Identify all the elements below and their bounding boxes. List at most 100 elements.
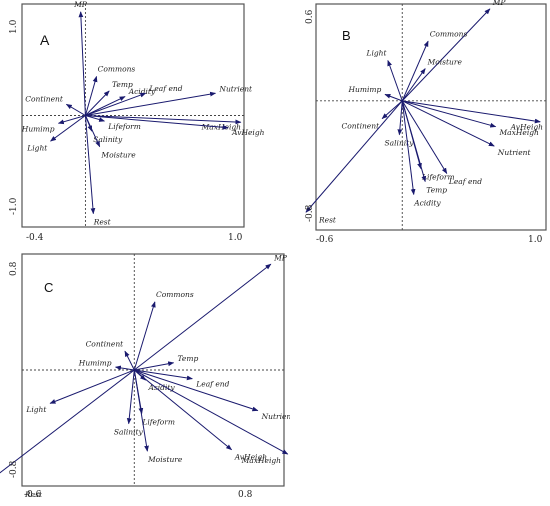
panel-a-ytick-top: 1.0 bbox=[9, 19, 19, 34]
panel-b-label-nutrient: Nutrient bbox=[497, 148, 532, 157]
panel-b-label-avheigh: AvHeigh bbox=[510, 122, 544, 131]
panel-c-xtick-left: -0.6 bbox=[24, 490, 42, 500]
panel-b-label-humimp: Humimp bbox=[348, 85, 382, 94]
panel-b-label-temp: Temp bbox=[426, 185, 447, 194]
panel-c-arrow-continent bbox=[124, 350, 135, 371]
panel-b-label-rest: Rest bbox=[318, 215, 337, 224]
panel-a-arrow-rest bbox=[84, 115, 96, 215]
panel-b-label-maxheigh: MaxHeigh bbox=[499, 128, 540, 137]
panel-c-arrow-nutrient bbox=[134, 369, 259, 412]
panel-b-arrow-nutrient bbox=[402, 100, 495, 147]
panel-c-label-light: Light bbox=[25, 405, 47, 414]
panel-a-arrow-lifeform bbox=[85, 115, 106, 122]
panel-a-xtick-left: -0.4 bbox=[26, 233, 44, 243]
panel-b-label-acidity: Acidity bbox=[413, 199, 441, 208]
panel-a-label-humimp: Humimp bbox=[21, 124, 55, 133]
panel-b-label-continent: Continent bbox=[341, 121, 380, 130]
panel-a-arrow-moisture bbox=[84, 115, 101, 148]
panel-b-ytick-top: 0.6 bbox=[305, 9, 315, 24]
panel-c-label-continent: Continent bbox=[86, 340, 125, 349]
panel-b-arrow-avheigh bbox=[402, 100, 541, 124]
panel-c-arrow-commons bbox=[133, 301, 156, 371]
panel-c-label-leaf-end: Leaf end bbox=[195, 379, 229, 388]
panel-a-arrow-temp bbox=[85, 90, 110, 116]
panel-b-xtick-right: 1.0 bbox=[528, 235, 543, 245]
panel-b-arrow-salinity bbox=[397, 100, 403, 136]
panel-b-arrow-moisture bbox=[401, 68, 426, 102]
panel-a-label-mp: MP bbox=[73, 0, 88, 9]
panel-a-label-acidity: Acidity bbox=[128, 87, 156, 96]
panel-c-arrow-light bbox=[49, 369, 135, 404]
panel-a-arrow-light bbox=[50, 115, 86, 142]
panel-a-arrow-maxheigh bbox=[85, 115, 242, 125]
panel-a-label-salinity: Salinity bbox=[93, 135, 123, 144]
panel-c-label-lifeform: Lifeform bbox=[141, 417, 175, 426]
panel-c-arrow-maxheigh bbox=[134, 369, 289, 455]
panel-b-arrow-acidity bbox=[401, 100, 416, 196]
panel-c-label-mp: MP bbox=[273, 254, 288, 263]
panel-c-arrow-leaf-end bbox=[134, 369, 193, 381]
panel-b-arrow-humimp bbox=[384, 93, 403, 102]
panel-b-arrow-temp bbox=[401, 100, 427, 183]
panel-b-arrow-continent bbox=[381, 100, 403, 120]
panel-a-label-leaf-end: Leaf end bbox=[148, 84, 182, 93]
panel-b-label-light: Light bbox=[365, 49, 387, 58]
panel-c-label-avheigh: AvHeigh bbox=[234, 452, 268, 461]
panel-a-label-avheigh: AvHeigh bbox=[231, 128, 265, 137]
panel-a-arrow-humimp bbox=[57, 115, 86, 125]
panel-c-arrow-mp bbox=[133, 263, 272, 371]
panel-a-arrow-acidity bbox=[85, 96, 126, 116]
panel-a-arrow-nutrient bbox=[85, 91, 217, 116]
panel-b-arrow-rest bbox=[305, 100, 403, 213]
panel-b-label-moisture: Moisture bbox=[427, 57, 463, 66]
panel-b-label-commons: Commons bbox=[430, 30, 468, 39]
panel-a-arrow-continent bbox=[65, 103, 86, 116]
panel-c-arrow-avheigh bbox=[133, 369, 233, 451]
panel-c-label-asidity: Asidity bbox=[148, 383, 176, 392]
panel-b-arrow-maxheigh bbox=[402, 100, 497, 128]
panel-a-label-nutrient: Nutrient bbox=[218, 85, 253, 94]
panel-a-label-commons: Commons bbox=[98, 65, 136, 74]
panel-c-frame bbox=[21, 253, 285, 487]
panel-a-label-light: Light bbox=[26, 144, 48, 153]
panel-a-label-temp: Temp bbox=[112, 80, 133, 89]
panel-c-xtick-right: 0.8 bbox=[238, 490, 253, 500]
panel-b-arrow-commons bbox=[401, 40, 429, 102]
panel-a-label: A bbox=[40, 32, 50, 48]
panel-b-arrow-light bbox=[387, 59, 403, 102]
panel-a-xtick-right: 1.0 bbox=[228, 233, 243, 243]
panel-a-label-moisture: Moisture bbox=[100, 150, 136, 159]
panel-c-label-nutrient: Nutrient bbox=[261, 412, 290, 421]
panel-b-label-salinity: Salinity bbox=[385, 139, 415, 148]
panel-a-arrow-commons bbox=[84, 75, 98, 116]
panel-b-label-mp: MP bbox=[492, 0, 507, 7]
panel-c-label-commons: Commons bbox=[156, 290, 194, 299]
panel-c-arrow-salinity bbox=[126, 369, 135, 425]
panel-c-arrow-humimp bbox=[114, 365, 135, 371]
panel-c-label-rest: Rest bbox=[24, 490, 43, 499]
panel-c-ytick-top: 0.8 bbox=[9, 261, 19, 276]
panel-a-arrow-mp bbox=[78, 11, 86, 116]
panel-a-label-rest: Rest bbox=[93, 218, 112, 227]
panel-a-arrow-leaf-end bbox=[85, 92, 147, 116]
panel-c-label-temp: Temp bbox=[178, 354, 199, 363]
panel-c-label-humimp: Humimp bbox=[78, 359, 112, 368]
panel-b-arrow-leaf-end bbox=[401, 100, 448, 175]
panel-a-arrow-avheigh bbox=[85, 115, 229, 130]
panel-c-label-moisture: Moisture bbox=[147, 455, 183, 464]
panel-b-xtick-left: -0.6 bbox=[316, 235, 334, 245]
panel-b-label-lifeform: Lifeform bbox=[421, 173, 455, 182]
panel-c-ytick-bottom: -0.8 bbox=[9, 460, 19, 478]
panel-a-label-lifeform: Lifeform bbox=[107, 122, 141, 131]
panel-c-label: C bbox=[44, 280, 53, 295]
panel-c-arrow-moisture bbox=[133, 369, 149, 452]
